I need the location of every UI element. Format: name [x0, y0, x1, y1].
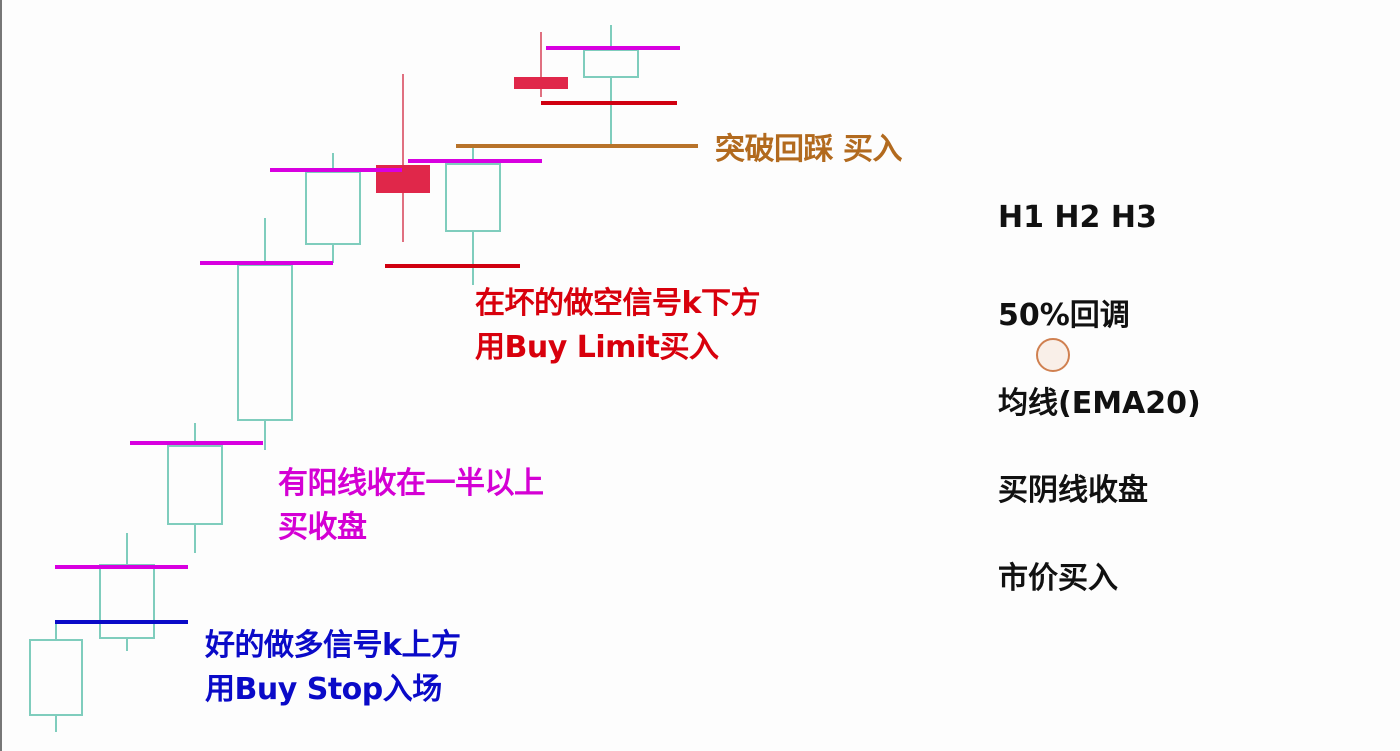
candle-bull-7 — [445, 148, 501, 285]
breakout-pullback-annotation: 突破回踩 买入 — [715, 132, 902, 167]
candle-bear-8 — [514, 32, 568, 97]
mouse-cursor-highlight — [1036, 338, 1070, 372]
annotation-line: 有阳线收在一半以上 — [278, 466, 544, 501]
candle-bull-9 — [583, 25, 639, 145]
entry-method-item: 均线(EMA20) — [998, 386, 1201, 421]
candle-bull-1 — [29, 622, 83, 732]
entry-method-item: 买阴线收盘 — [998, 473, 1148, 508]
entry-method-item: 50%回调 — [998, 298, 1130, 333]
buy-limit-annotation: 在坏的做空信号k下方 用Buy Limit买入 — [475, 282, 760, 370]
candle-bull-2 — [99, 533, 155, 651]
annotation-line: 用Buy Limit买入 — [475, 330, 719, 365]
annotation-line: 在坏的做空信号k下方 — [475, 286, 760, 321]
annotation-line: 用Buy Stop入场 — [205, 672, 442, 707]
entry-method-item: H1 H2 H3 — [998, 200, 1157, 235]
entry-method-item: 市价买入 — [998, 561, 1118, 596]
buy-close-annotation: 有阳线收在一半以上 买收盘 — [278, 462, 544, 550]
window-left-border — [0, 0, 2, 751]
annotation-line: 买收盘 — [278, 510, 367, 545]
annotation-line: 好的做多信号k上方 — [205, 628, 461, 663]
candle-bear-6 — [376, 74, 430, 242]
candle-bull-4 — [237, 218, 293, 450]
buy-stop-annotation: 好的做多信号k上方 用Buy Stop入场 — [205, 624, 461, 712]
